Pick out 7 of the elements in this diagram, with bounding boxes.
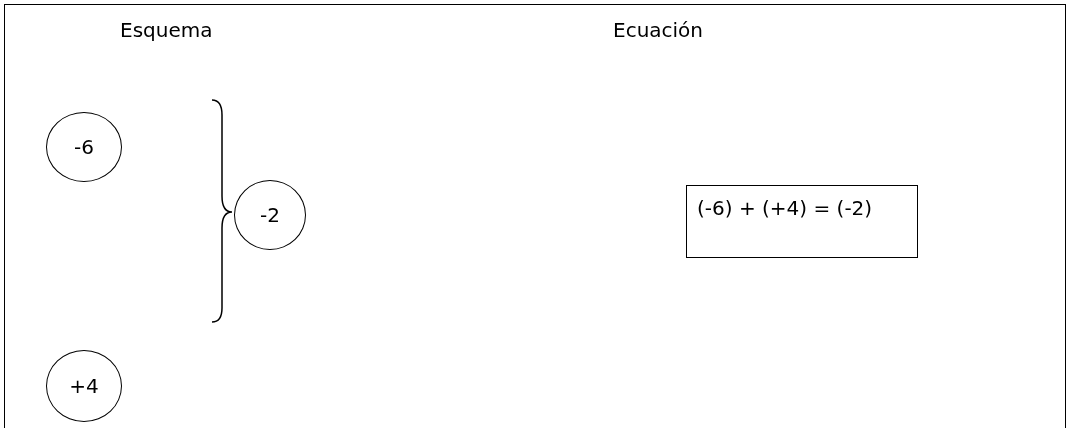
node-text: -6 (74, 135, 94, 159)
node-text: (-6) + (+4) = (-2) (697, 196, 873, 220)
equation-box (686, 185, 918, 258)
column-heading: Esquema (120, 18, 213, 42)
node-text: +4 (69, 374, 99, 398)
node-text: -2 (260, 203, 280, 227)
column-heading: Ecuación (613, 18, 704, 42)
